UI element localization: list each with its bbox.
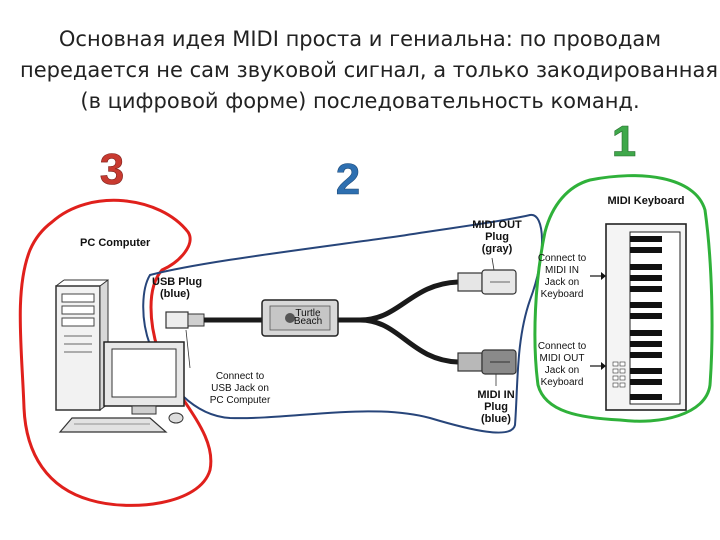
label-midi-keyboard: MIDI Keyboard bbox=[607, 195, 684, 207]
pc-computer-icon bbox=[55, 279, 185, 433]
arrow-to-midi-in-jack-icon bbox=[590, 272, 606, 280]
label-midi-out-line-3: (gray) bbox=[482, 243, 513, 255]
label-midi-in-line-1: MIDI IN bbox=[477, 389, 514, 401]
label-usb-plug-line-2: (blue) bbox=[160, 288, 190, 300]
region-number-cable: 2 bbox=[336, 155, 360, 204]
label-usb-plug-line-1: USB Plug bbox=[152, 276, 202, 288]
label-connect-in-line-2: MIDI IN bbox=[545, 265, 579, 276]
slide-heading: Основная идея MIDI проста и гениальна: п… bbox=[20, 24, 718, 117]
label-pc-computer: PC Computer bbox=[80, 237, 151, 249]
midi-interface-box-icon: Turtle Beach bbox=[261, 299, 339, 337]
label-connect-out-line-2: MIDI OUT bbox=[540, 353, 585, 364]
label-connect-in-line-1: Connect to bbox=[538, 253, 587, 264]
label-midi-out-line-2: Plug bbox=[485, 231, 509, 243]
pc-region-outline bbox=[18, 198, 213, 507]
midi-cables bbox=[338, 279, 459, 365]
keyboard-keys bbox=[630, 236, 662, 400]
label-connect-in-line-4: Keyboard bbox=[541, 289, 584, 300]
label-midi-in-line-2: Plug bbox=[484, 401, 508, 413]
label-midi-in-line-3: (blue) bbox=[481, 413, 511, 425]
midi-in-plug-icon bbox=[457, 349, 517, 375]
label-connect-usb-line-2: USB Jack on bbox=[211, 383, 269, 394]
midi-out-pointer-line bbox=[491, 257, 495, 271]
midi-keyboard-icon bbox=[605, 223, 687, 411]
arrow-to-midi-out-jack-icon bbox=[590, 362, 606, 370]
label-midi-out-line-1: MIDI OUT bbox=[472, 219, 522, 231]
cable-region-outline bbox=[142, 213, 543, 434]
heading-line-3: (в цифровой форме) последовательность ко… bbox=[80, 89, 640, 113]
label-connect-usb-line-3: PC Computer bbox=[210, 395, 271, 406]
usb-plug-icon bbox=[165, 311, 262, 329]
keyboard-region-outline bbox=[533, 174, 714, 423]
usb-pointer-line bbox=[185, 329, 191, 369]
heading-line-2: передается не сам звуковой сигнал, а тол… bbox=[20, 58, 718, 82]
interface-brand-line-2: Beach bbox=[294, 316, 322, 327]
label-connect-out-line-1: Connect to bbox=[538, 341, 587, 352]
label-connect-in-line-3: Jack on bbox=[545, 277, 579, 288]
label-connect-out-line-4: Keyboard bbox=[541, 377, 584, 388]
label-connect-usb-line-1: Connect to bbox=[216, 371, 265, 382]
region-number-keyboard: 1 bbox=[612, 117, 636, 166]
region-number-pc: 3 bbox=[100, 145, 124, 194]
label-connect-out-line-3: Jack on bbox=[545, 365, 579, 376]
keyboard-buttons bbox=[612, 361, 626, 388]
heading-line-1: Основная идея MIDI проста и гениальна: п… bbox=[58, 27, 662, 51]
midi-out-plug-icon bbox=[457, 269, 517, 295]
interface-brand-line-1: Turtle bbox=[295, 308, 321, 319]
